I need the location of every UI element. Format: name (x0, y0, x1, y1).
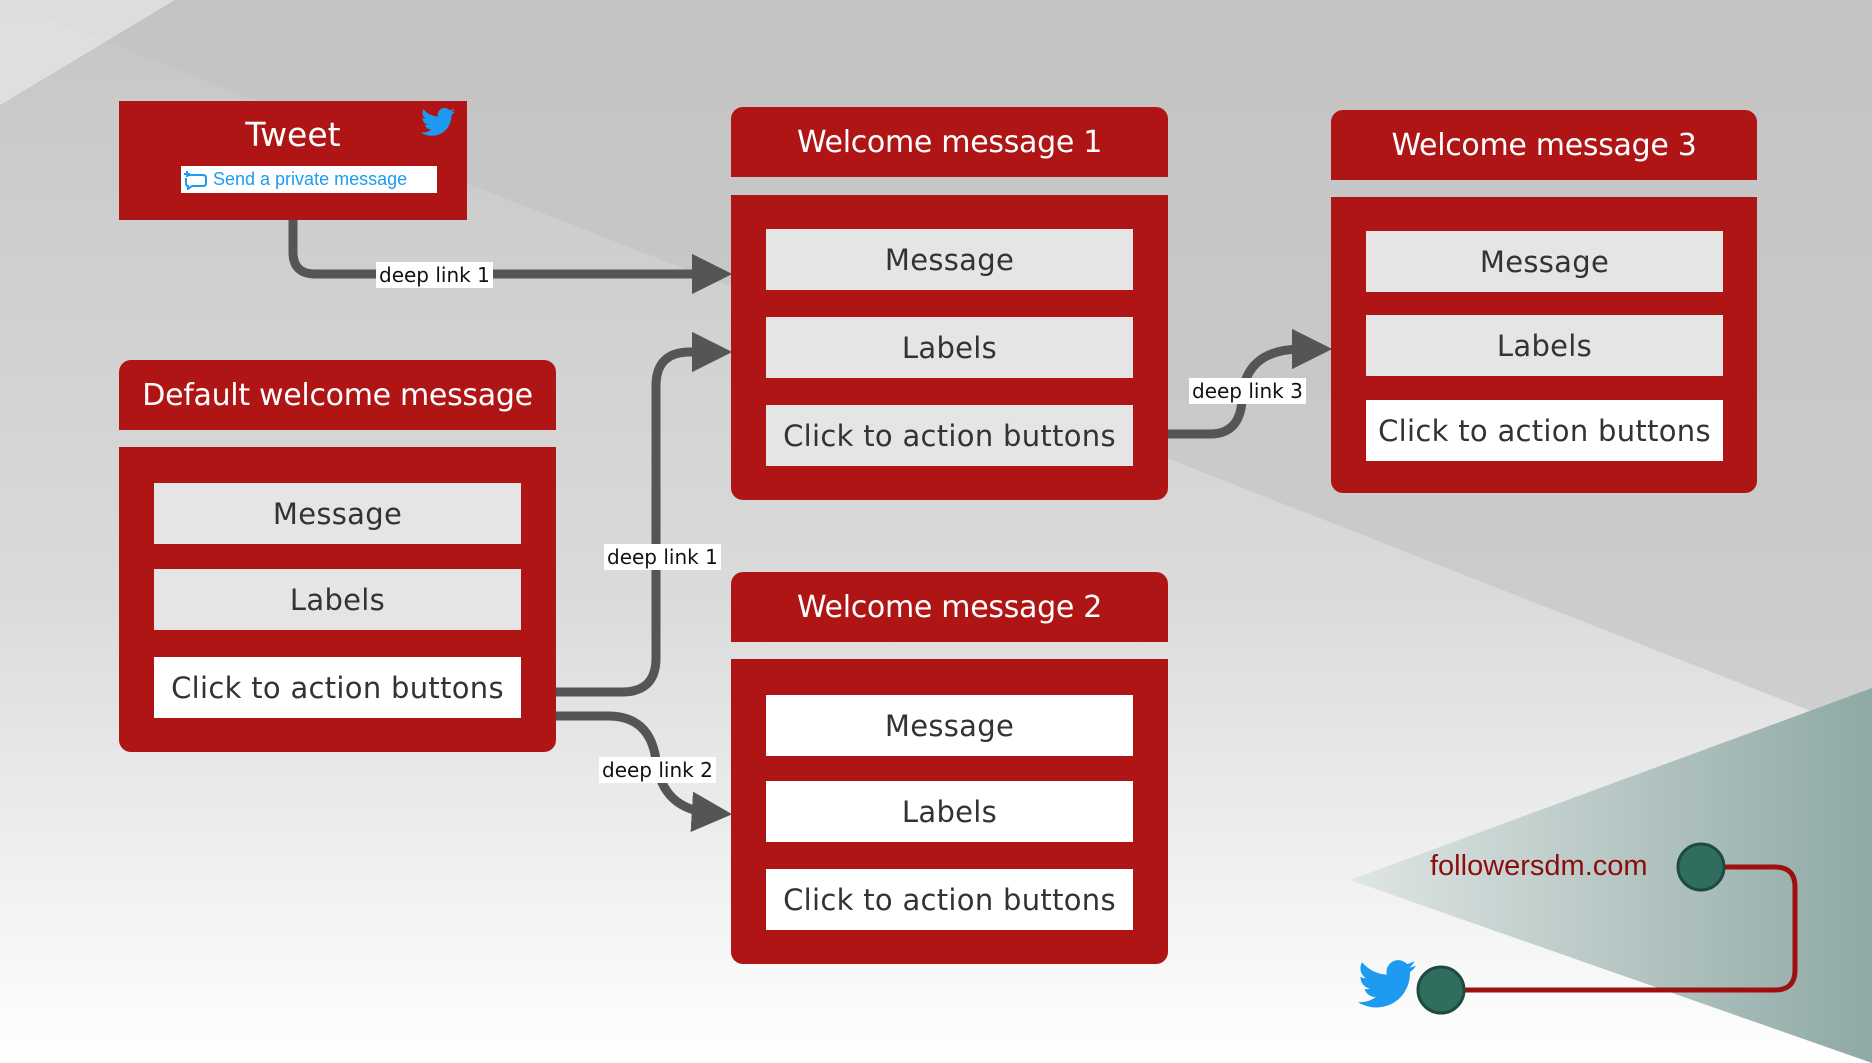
send-private-message-label: Send a private message (213, 169, 408, 189)
wm2-labels-row: Labels (766, 781, 1133, 842)
brand-node-top (1676, 842, 1726, 892)
wm3-labels-row: Labels (1366, 315, 1723, 376)
wm1-title: Welcome message 1 (731, 107, 1168, 177)
wm1-cta-row: Click to action buttons (766, 405, 1133, 466)
twitter-bird-icon (1358, 960, 1416, 1008)
brand-url: followersdm.com (1430, 850, 1648, 882)
link-label-default-wm2: deep link 2 (599, 757, 716, 783)
wm1-message-row: Message (766, 229, 1133, 290)
wm3-cta-row: Click to action buttons (1366, 400, 1723, 461)
default-welcome-title: Default welcome message (119, 360, 556, 430)
arrow-tweet-to-wm1 (288, 220, 733, 295)
wm3-title: Welcome message 3 (1331, 110, 1757, 180)
twitter-bird-icon (421, 107, 455, 136)
wm1-card: Message Labels Click to action buttons (731, 195, 1168, 500)
tweet-card: Tweet Send a private message (119, 101, 467, 220)
wm3-message-row: Message (1366, 231, 1723, 292)
wm2-cta-row: Click to action buttons (766, 869, 1133, 930)
link-label-wm1-wm3: deep link 3 (1189, 378, 1306, 404)
wm3-card: Message Labels Click to action buttons (1331, 197, 1757, 493)
default-welcome-card: Message Labels Click to action buttons (119, 447, 556, 752)
brand-node-bottom (1416, 965, 1466, 1015)
default-cta-row: Click to action buttons (154, 657, 521, 718)
arrow-default-to-wm1 (556, 331, 733, 697)
send-private-message-button[interactable]: Send a private message (181, 166, 437, 193)
default-labels-row: Labels (154, 569, 521, 630)
wm2-title: Welcome message 2 (731, 572, 1168, 642)
wm2-message-row: Message (766, 695, 1133, 756)
wm1-labels-row: Labels (766, 317, 1133, 378)
direct-message-icon (184, 170, 207, 190)
link-label-tweet-wm1: deep link 1 (376, 262, 493, 288)
wm2-card: Message Labels Click to action buttons (731, 659, 1168, 964)
link-label-default-wm1: deep link 1 (604, 544, 721, 570)
tweet-title: Tweet (245, 115, 341, 154)
brand-connector-line (1442, 864, 1798, 993)
default-message-row: Message (154, 483, 521, 544)
